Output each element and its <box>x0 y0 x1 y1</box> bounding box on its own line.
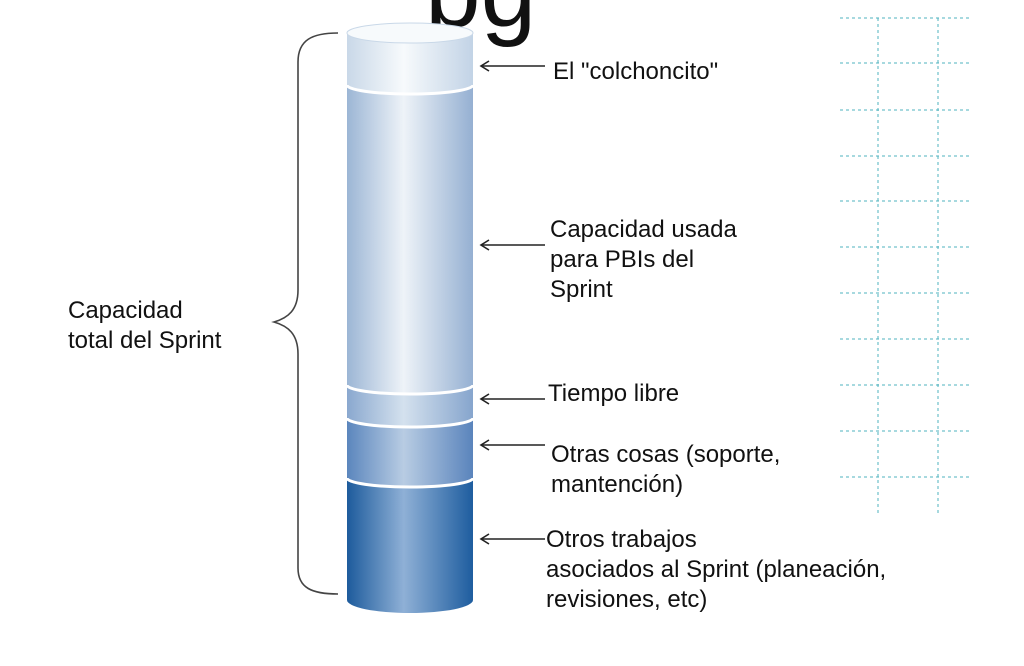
segment-free <box>347 385 473 427</box>
segment-dividers <box>345 84 475 489</box>
segment-other <box>347 418 473 487</box>
cushion-label: El "colchoncito" <box>553 58 719 85</box>
cylinder-top <box>346 22 474 44</box>
total-brace <box>271 32 339 595</box>
segment-cushion <box>347 33 473 94</box>
other-things-label: Otras cosas (soporte, mantención) <box>551 441 781 498</box>
segment-sprint-work <box>347 478 473 613</box>
pointer-arrows <box>479 60 545 545</box>
total-capacity-label: Capacidad total del Sprint <box>68 297 222 354</box>
segment-used <box>347 85 473 394</box>
sprint-work-label: Otros trabajos asociados al Sprint (plan… <box>546 526 887 613</box>
free-time-label: Tiempo libre <box>548 380 680 407</box>
background-grid <box>840 17 972 515</box>
used-capacity-label: Capacidad usada para PBIs del Sprint <box>550 216 737 303</box>
